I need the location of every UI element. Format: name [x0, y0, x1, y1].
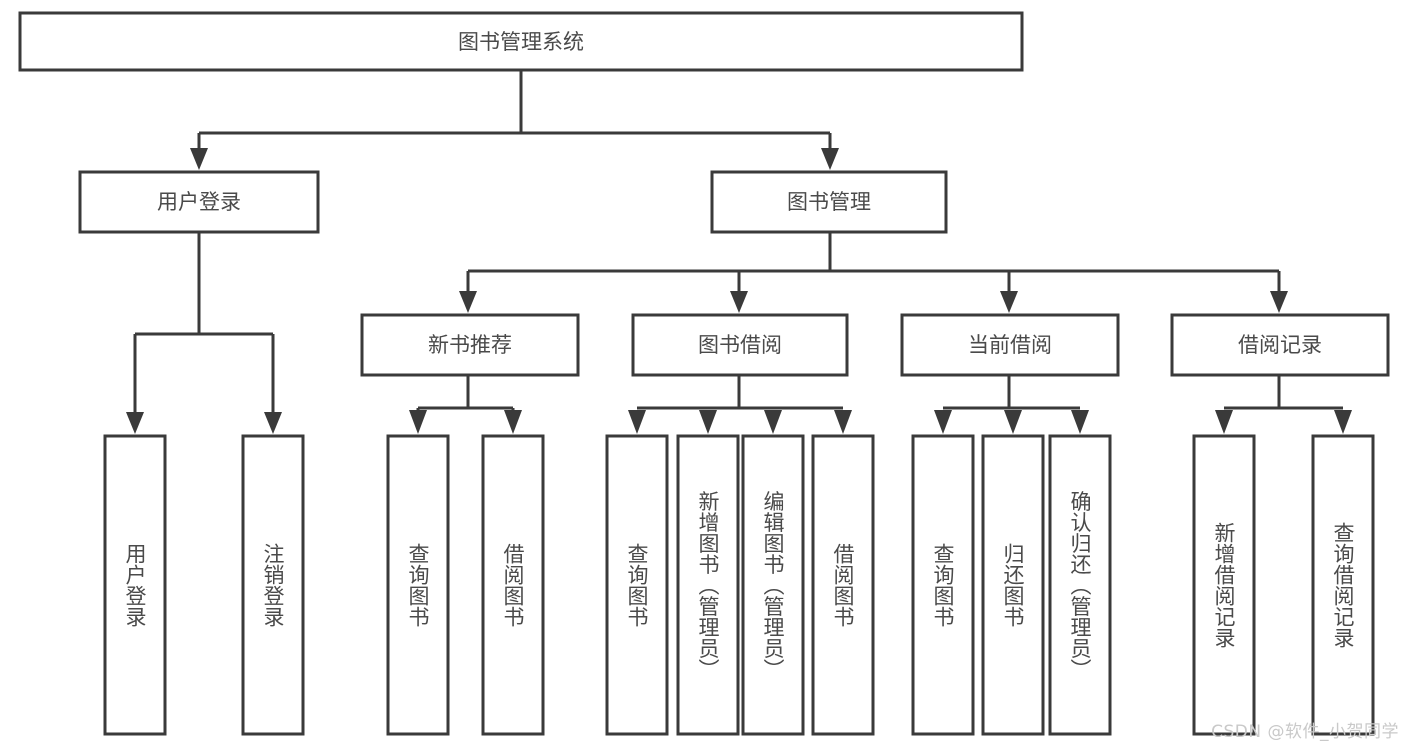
node-leaf-edit-book-admin[interactable]: 编辑图书（管理员） [741, 434, 805, 736]
connector-group-book-management [459, 232, 1288, 313]
node-new-book-recommend-box[interactable] [360, 313, 580, 377]
arrow-head-leaf-user-login [126, 412, 144, 434]
node-leaf-borrow-book-1-box[interactable] [481, 434, 545, 736]
node-leaf-return-book[interactable]: 归还图书 [981, 434, 1045, 736]
node-user-login-box[interactable] [78, 170, 320, 234]
node-leaf-borrow-book-1-label: 借阅图书 [501, 543, 525, 627]
node-leaf-borrow-book-2-box[interactable] [811, 434, 875, 736]
arrow-head-borrow-record [1270, 291, 1288, 313]
node-borrow-record-label: 借阅记录 [1238, 333, 1322, 357]
node-title[interactable]: 图书管理系统 [18, 11, 1024, 72]
arrow-head-book-management [821, 148, 839, 170]
arrow-head-new-book-recommend [459, 291, 477, 313]
node-new-book-recommend-label: 新书推荐 [428, 333, 512, 357]
node-book-management-box[interactable] [710, 170, 948, 234]
node-title-label: 图书管理系统 [458, 30, 584, 54]
arrow-head-leaf-return-book [1004, 410, 1022, 434]
arrow-head-leaf-query-book-2 [628, 410, 646, 434]
node-leaf-return-book-box[interactable] [981, 434, 1045, 736]
node-leaf-query-book-2[interactable]: 查询图书 [605, 434, 669, 736]
node-book-borrow-box[interactable] [631, 313, 849, 377]
node-leaf-query-borrow-record-label: 查询借阅记录 [1331, 522, 1355, 648]
arrow-head-book-borrow [730, 291, 748, 313]
node-leaf-confirm-return-admin-box[interactable] [1048, 434, 1112, 736]
arrow-head-leaf-confirm-return-admin [1071, 410, 1089, 434]
arrow-head-leaf-query-book-3 [934, 410, 952, 434]
node-leaf-confirm-return-admin-label: 确认归还（管理员） [1068, 491, 1092, 680]
node-leaf-query-book-3[interactable]: 查询图书 [911, 434, 975, 736]
connector-group-book-borrow [628, 375, 852, 434]
connector-group-new-book-recommend [409, 375, 522, 434]
node-leaf-add-borrow-record[interactable]: 新增借阅记录 [1192, 434, 1256, 736]
node-leaf-query-book-2-label: 查询图书 [625, 543, 649, 627]
arrow-head-leaf-query-book-1 [409, 410, 427, 434]
node-borrow-record-box[interactable] [1170, 313, 1390, 377]
node-leaf-logout-login-box[interactable] [241, 434, 305, 736]
arrow-head-leaf-add-book-admin [699, 410, 717, 434]
node-leaf-query-book-1-box[interactable] [386, 434, 450, 736]
node-leaf-query-book-3-label: 查询图书 [931, 543, 955, 627]
node-leaf-borrow-book-2-label: 借阅图书 [831, 543, 855, 627]
connector-group-root [190, 70, 839, 170]
node-title-box[interactable] [18, 11, 1024, 72]
node-leaf-query-book-1-label: 查询图书 [406, 543, 430, 627]
node-leaf-add-borrow-record-label: 新增借阅记录 [1212, 522, 1236, 648]
node-leaf-query-book-1[interactable]: 查询图书 [386, 434, 450, 736]
node-leaf-borrow-book-2[interactable]: 借阅图书 [811, 434, 875, 736]
node-book-borrow[interactable]: 图书借阅 [631, 313, 849, 377]
node-book-borrow-label: 图书借阅 [698, 333, 782, 357]
arrow-head-leaf-add-borrow-record [1215, 410, 1233, 434]
connector-group-borrow-record [1215, 375, 1352, 434]
node-new-book-recommend[interactable]: 新书推荐 [360, 313, 580, 377]
node-leaf-logout-login-label: 注销登录 [261, 543, 285, 627]
node-leaf-confirm-return-admin[interactable]: 确认归还（管理员） [1048, 434, 1112, 736]
connector-group-user-login [126, 232, 282, 434]
node-leaf-add-book-admin[interactable]: 新增图书（管理员） [676, 434, 740, 736]
node-leaf-query-book-2-box[interactable] [605, 434, 669, 736]
node-leaf-user-login[interactable]: 用户登录 [103, 434, 167, 736]
connector-group-current-borrow [934, 375, 1089, 434]
node-leaf-edit-book-admin-label: 编辑图书（管理员） [761, 491, 785, 680]
arrow-head-current-borrow [1000, 291, 1018, 313]
node-borrow-record[interactable]: 借阅记录 [1170, 313, 1390, 377]
node-leaf-logout-login[interactable]: 注销登录 [241, 434, 305, 736]
node-user-login[interactable]: 用户登录 [78, 170, 320, 234]
node-leaf-add-borrow-record-box[interactable] [1192, 434, 1256, 736]
arrow-head-leaf-query-borrow-record [1334, 410, 1352, 434]
arrow-head-user-login [190, 148, 208, 170]
arrow-head-leaf-borrow-book-1 [504, 410, 522, 434]
node-leaf-query-book-3-box[interactable] [911, 434, 975, 736]
node-book-management[interactable]: 图书管理 [710, 170, 948, 234]
node-current-borrow-label: 当前借阅 [968, 333, 1052, 357]
node-leaf-add-book-admin-box[interactable] [676, 434, 740, 736]
node-book-management-label: 图书管理 [787, 190, 871, 214]
node-current-borrow[interactable]: 当前借阅 [900, 313, 1120, 377]
node-leaf-borrow-book-1[interactable]: 借阅图书 [481, 434, 545, 736]
node-current-borrow-box[interactable] [900, 313, 1120, 377]
node-leaf-user-login-label: 用户登录 [123, 543, 147, 627]
node-leaf-return-book-label: 归还图书 [1001, 543, 1025, 627]
arrow-head-leaf-edit-book-admin [764, 410, 782, 434]
arrow-head-leaf-borrow-book-2 [834, 410, 852, 434]
node-leaf-query-borrow-record-box[interactable] [1311, 434, 1375, 736]
node-leaf-add-book-admin-label: 新增图书（管理员） [696, 491, 720, 680]
node-leaf-user-login-box[interactable] [103, 434, 167, 736]
arrow-head-leaf-logout-login [264, 412, 282, 434]
node-user-login-label: 用户登录 [157, 190, 241, 214]
node-leaf-query-borrow-record[interactable]: 查询借阅记录 [1311, 434, 1375, 736]
node-leaf-edit-book-admin-box[interactable] [741, 434, 805, 736]
